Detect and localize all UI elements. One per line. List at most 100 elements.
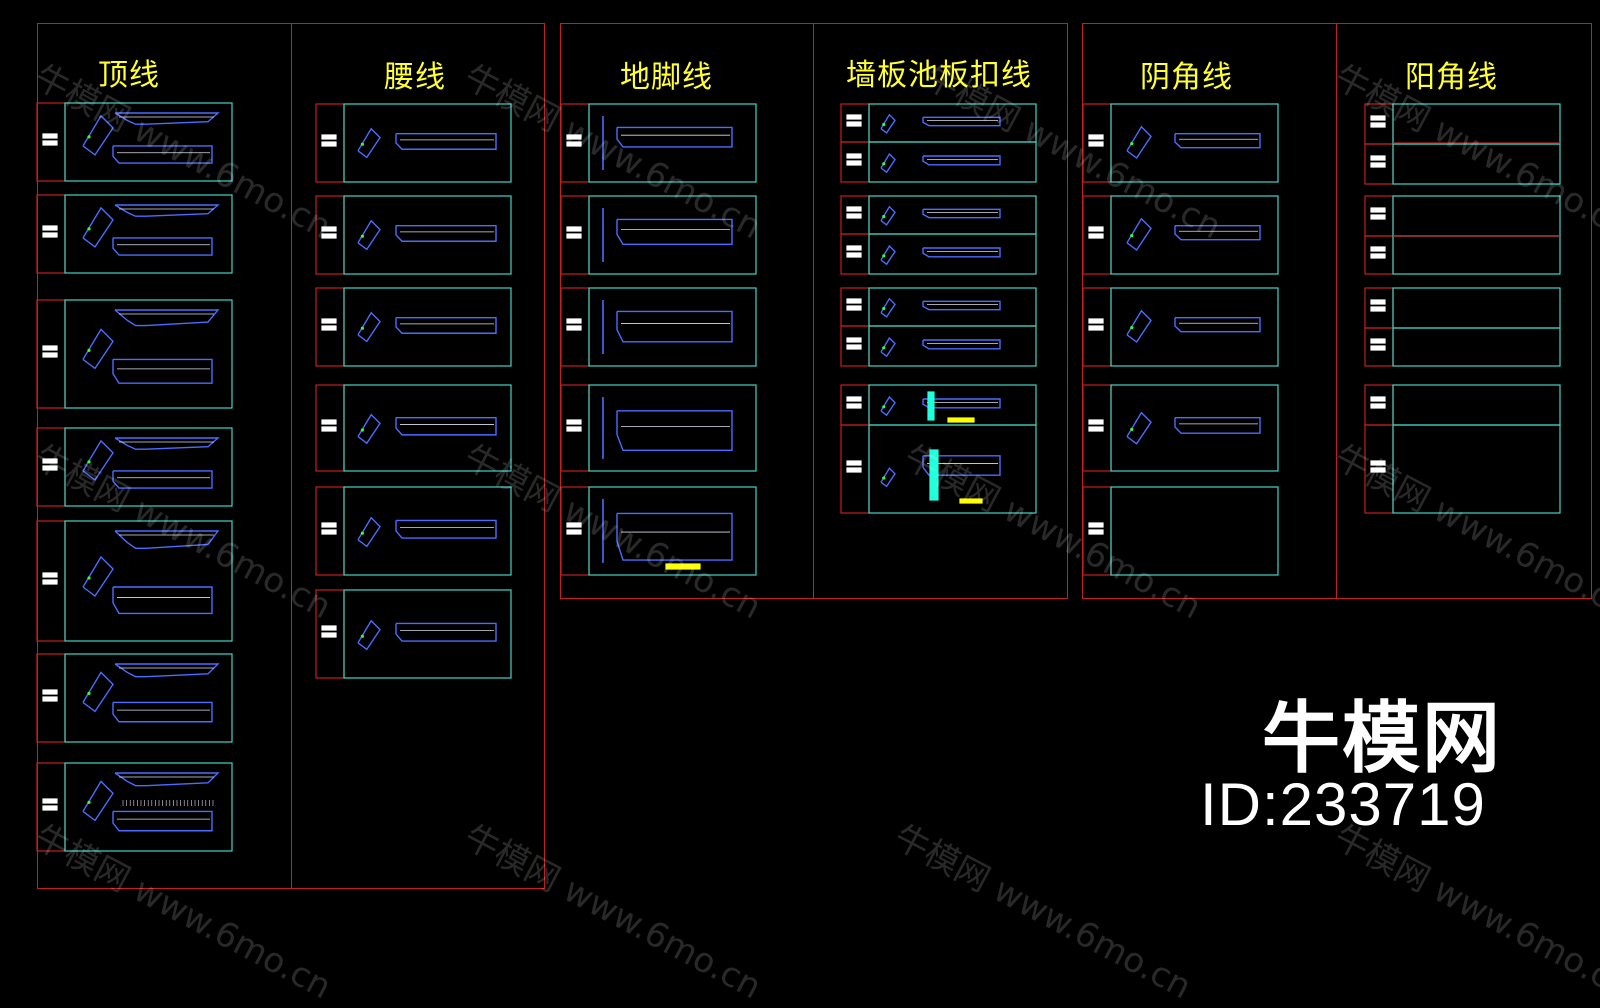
label-mark [846,460,862,466]
crown-molding-panel [64,299,233,409]
waist-line-panel [343,589,512,679]
label-mark [846,467,862,473]
trim-accent [927,391,935,421]
profile-outline [395,416,497,436]
label-mark [1370,214,1386,220]
label-mark [846,403,862,409]
label-mark [321,134,337,140]
label-mark [1088,426,1104,432]
section-profile [880,467,896,488]
section-profile [82,439,114,481]
label-mark [1370,460,1386,466]
label-mark [42,579,58,585]
label-mark [1088,325,1104,331]
outside-corner-panel [1392,195,1561,237]
label-mark [42,798,58,804]
label-mark [321,325,337,331]
baseboard-panel [588,384,757,472]
inside-corner-panel [1110,287,1279,367]
profile-outline [1174,224,1261,241]
label-mark [42,572,58,578]
section-profile [357,127,381,159]
label-mark [846,114,862,120]
dimension-dot [1130,427,1134,431]
profile-outline [395,316,497,334]
column-title-inside-corner: 阴角线 [1140,60,1233,95]
section-profile [82,206,114,248]
label-mark [846,396,862,402]
label-mark [42,689,58,695]
section-profile [82,328,114,370]
label-mark [566,134,582,140]
label-mark [846,160,862,166]
section-profile [357,619,381,651]
column-title-crown-molding: 顶线 [98,58,160,93]
waist-line-panel [343,486,512,576]
label-mark [1088,419,1104,425]
dimension-dot [360,531,364,535]
baseboard-panel [588,195,757,275]
baseboard-panel [588,287,757,367]
waist-line-panel [343,384,512,472]
crown-profile [114,772,220,787]
outside-corner-panel [1392,327,1561,367]
column-divider-3 [1336,23,1337,599]
label-mark [1370,403,1386,409]
label-mark [42,345,58,351]
dimension-dot [87,227,91,231]
dimension-dot [360,428,364,432]
profile-outline [922,398,1001,409]
label-mark [1370,246,1386,252]
label-mark [1370,396,1386,402]
molding-profiles-drawing [36,102,1561,852]
section-profile [880,395,896,417]
cad-drawing-sheet: 顶线 腰线 地脚线 墙板池板扣线 阴角线 阳角线 牛模网 www.6mo.cn … [27,23,1600,1007]
profile-outline [922,247,1001,258]
label-mark [846,121,862,127]
section-profile [357,516,381,548]
outside-corner-panel [1392,424,1561,514]
label-mark [42,465,58,471]
outside-corner-panel [1392,143,1561,185]
column-title-waist-line: 腰线 [384,60,446,95]
profile-outline [395,622,497,642]
dimension-dot [882,122,886,127]
profile-outline [112,470,213,489]
label-mark [321,529,337,535]
dimension-dot [882,306,886,311]
profile-outline [112,358,213,384]
label-mark [566,226,582,232]
label-mark [1088,529,1104,535]
outside-corner-panel [1392,287,1561,329]
dimension-dot [1130,326,1134,330]
label-mark [1370,122,1386,128]
label-mark [42,458,58,464]
label-mark [1088,141,1104,147]
label-mark [846,252,862,258]
label-mark [321,426,337,432]
profile-outline [922,300,1001,311]
section-profile [82,671,114,713]
label-mark [566,318,582,324]
label-mark [566,522,582,528]
label-mark [846,298,862,304]
baseboard-panel [588,103,757,183]
profile-outline [922,455,1001,476]
section-profile [880,113,896,134]
dimension-dot [87,460,91,464]
profile-outline [1174,316,1261,333]
dimension-dot [87,800,91,805]
crown-molding-panel [64,762,233,852]
wall-trim-panel [868,141,1037,183]
label-mark [321,632,337,638]
dimension-dot [87,691,91,696]
inside-corner-panel [1110,195,1279,275]
dimension-dot [360,326,364,330]
profile-outline [395,224,497,242]
label-mark [321,625,337,631]
section-profile [880,336,896,358]
crown-molding-panel [64,194,233,274]
crown-profile [114,309,220,327]
label-mark [42,696,58,702]
outside-corner-panel [1392,235,1561,275]
